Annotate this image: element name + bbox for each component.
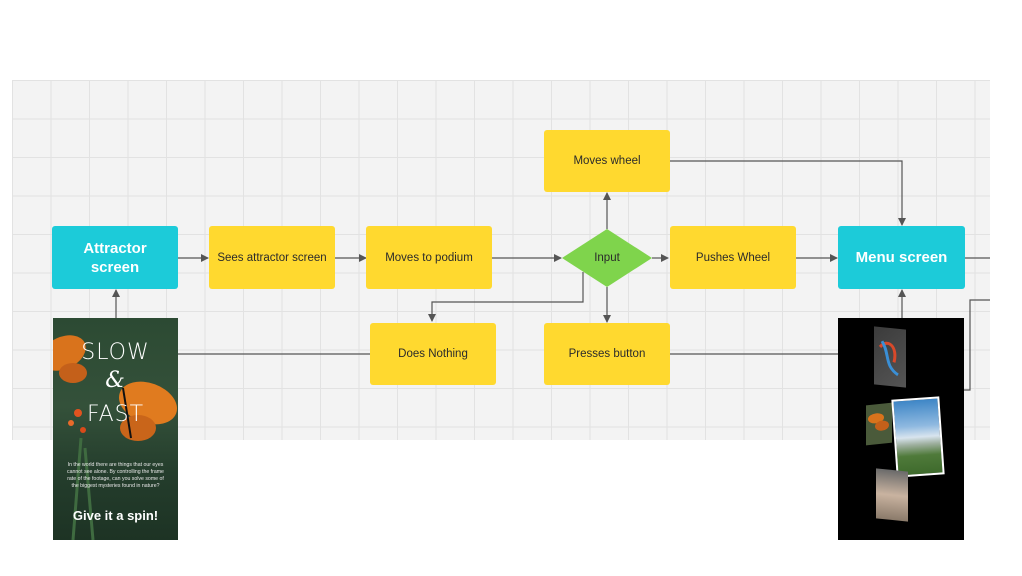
menu-card-top [874, 326, 906, 388]
input-decision-diamond [562, 229, 652, 287]
edge-moves-wheel-to-menu [669, 160, 906, 226]
moves-to-podium-node[interactable]: Moves to podium [366, 226, 492, 289]
menu-card-bottom [876, 468, 908, 522]
edge-preview-out [964, 299, 990, 391]
menu-card-left [866, 402, 892, 446]
poster-title-line2: & [105, 368, 126, 393]
sees-attractor-screen-node[interactable]: Sees attractor screen [209, 226, 335, 289]
butterfly-illustration [53, 335, 178, 540]
poster-title-line3: FAST [86, 402, 145, 427]
input-decision-label[interactable]: Input [594, 252, 620, 264]
presses-button-node[interactable]: Presses button [544, 323, 670, 385]
moves-wheel-node[interactable]: Moves wheel [544, 130, 670, 192]
menu-screen-preview-image [838, 318, 964, 540]
edge-input-to-does-nothing [428, 272, 584, 322]
pushes-wheel-node[interactable]: Pushes Wheel [670, 226, 796, 289]
menu-card-center [891, 396, 945, 478]
menu-screen-node[interactable]: Menu screen [838, 226, 965, 289]
poster-cta: Give it a spin! [72, 508, 159, 523]
does-nothing-node[interactable]: Does Nothing [370, 323, 496, 385]
attractor-screen-node[interactable]: Attractor screen [52, 226, 178, 289]
attractor-poster-image: SLOW & FAST In the world there are thing… [53, 318, 178, 540]
poster-title-line1: SLOW [81, 340, 150, 365]
poster-body-text: In the world there are things that our e… [67, 462, 164, 489]
